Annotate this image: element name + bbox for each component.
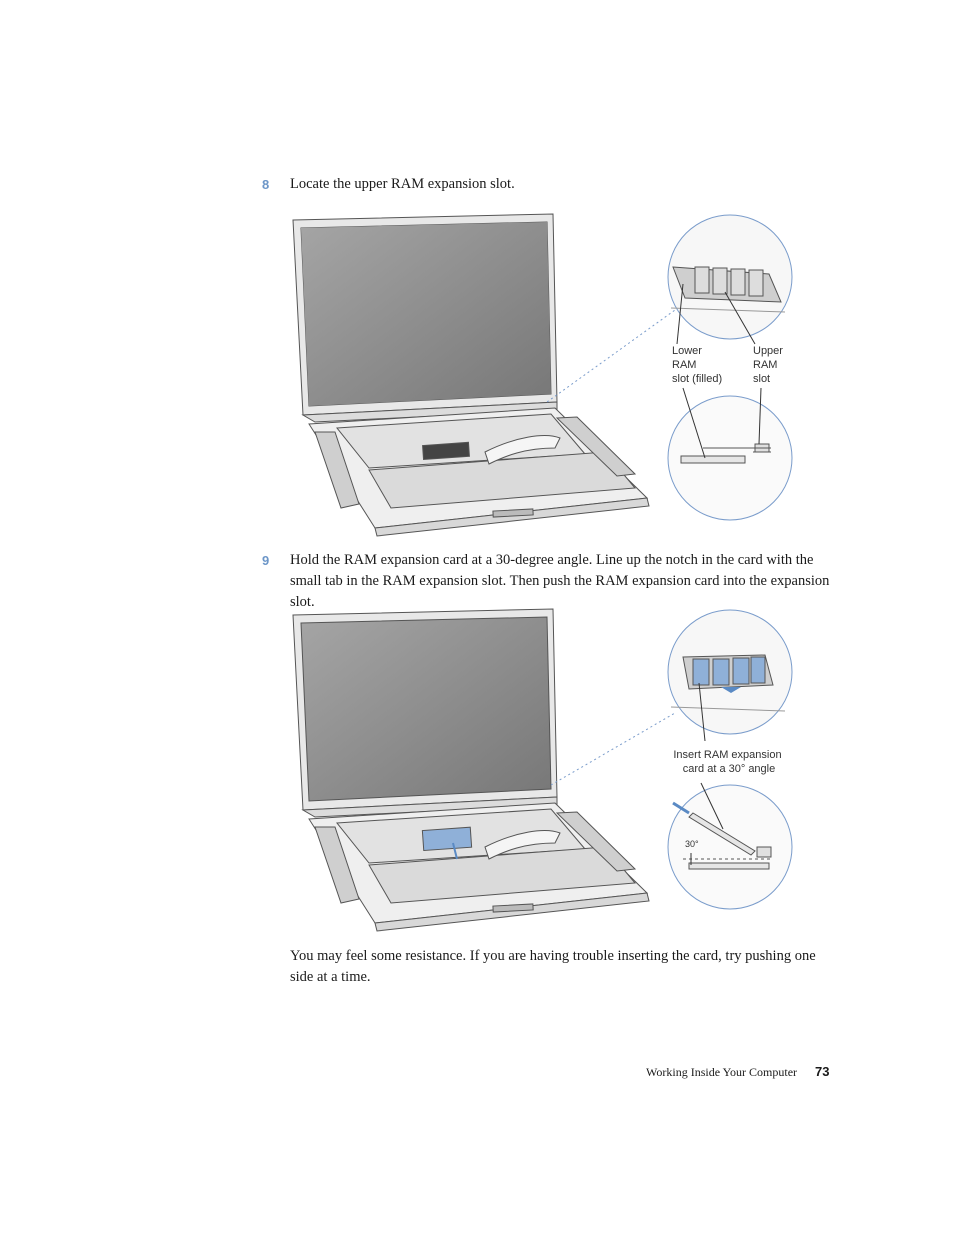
callout-lines xyxy=(690,682,724,865)
leader-line-dotted xyxy=(546,309,676,403)
label-upper-ram: Upper RAM slot xyxy=(753,345,786,385)
page-number: 73 xyxy=(815,1064,830,1079)
resistance-note: You may feel some resistance. If you are… xyxy=(290,948,816,985)
laptop-illustration xyxy=(292,213,650,537)
detail-circle-bottom xyxy=(667,784,793,910)
leader-line-dotted xyxy=(550,712,676,786)
ram-slot-detail xyxy=(670,266,786,313)
label-lower-ram: Lower RAM slot (filled) xyxy=(672,345,722,385)
step-number: 8 xyxy=(262,177,270,192)
laptop-illustration xyxy=(292,608,650,932)
figure-locate-ram-slot: Lower RAM slot (filled) Upper RAM slot xyxy=(292,213,793,537)
step-text: Locate the upper RAM expansion slot. xyxy=(290,176,515,192)
footer-section-title: Working Inside Your Computer xyxy=(646,1065,798,1079)
step-text: Hold the RAM expansion card at a 30-degr… xyxy=(290,552,830,610)
label-angle: 30° xyxy=(685,839,699,849)
label-insert-ram: Insert RAM expansion card at a 30° angle xyxy=(673,749,784,775)
step-number: 9 xyxy=(262,553,270,568)
callout-lines xyxy=(676,283,762,459)
card-angle-side-view xyxy=(672,801,772,870)
figure-insert-ram-card: Insert RAM expansion card at a 30° angle… xyxy=(292,608,793,932)
ram-card-detail xyxy=(670,654,786,712)
slot-side-view xyxy=(680,443,771,464)
